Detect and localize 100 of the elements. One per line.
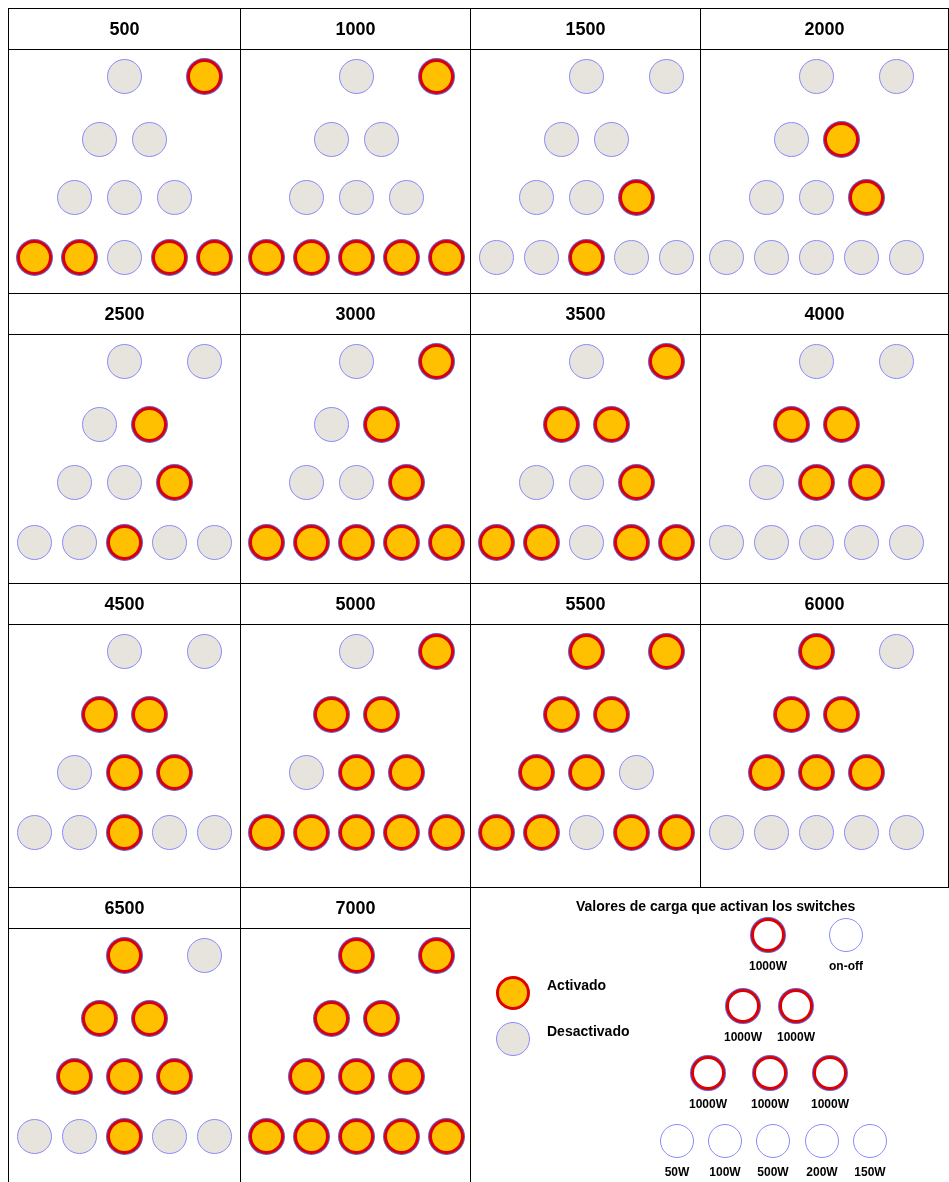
- switch-indicator: [388, 1058, 424, 1094]
- panel: [700, 8, 949, 294]
- switch-indicator: [613, 814, 649, 850]
- switch-indicator: [363, 121, 399, 157]
- switch-indicator: [779, 989, 813, 1023]
- switch-indicator: [293, 239, 329, 275]
- panel-heading: 6000: [804, 593, 845, 615]
- switch-indicator: [338, 754, 374, 790]
- switch-indicator: [523, 814, 559, 850]
- switch-indicator: [843, 814, 879, 850]
- switch-indicator: [593, 406, 629, 442]
- switch-indicator: [106, 1058, 142, 1094]
- switch-indicator: [248, 524, 284, 560]
- switch-indicator: [338, 464, 374, 500]
- switch-indicator: [383, 239, 419, 275]
- switch-indicator: [338, 343, 374, 379]
- panel-heading: 2500: [104, 303, 145, 325]
- switch-indicator: [156, 179, 192, 215]
- switch-indicator: [518, 179, 554, 215]
- panel: [240, 887, 471, 1182]
- wattage-label: 1000W: [751, 1097, 789, 1111]
- switch-indicator: [568, 633, 604, 669]
- switch-indicator: [131, 696, 167, 732]
- switch-indicator: [805, 1124, 839, 1158]
- switch-indicator: [691, 1056, 725, 1090]
- wattage-label: 1000W: [749, 959, 787, 973]
- switch-indicator: [106, 524, 142, 560]
- switch-indicator: [16, 1118, 52, 1154]
- switch-indicator: [428, 239, 464, 275]
- switch-indicator: [61, 814, 97, 850]
- switch-indicator: [658, 239, 694, 275]
- switch-indicator: [878, 343, 914, 379]
- switch-indicator: [293, 814, 329, 850]
- switch-indicator: [338, 239, 374, 275]
- switch-indicator: [618, 179, 654, 215]
- switch-indicator: [753, 1056, 787, 1090]
- switch-indicator: [773, 121, 809, 157]
- switch-indicator: [660, 1124, 694, 1158]
- panel-heading: 500: [109, 18, 140, 40]
- switch-indicator: [16, 524, 52, 560]
- switch-indicator: [81, 406, 117, 442]
- switch-indicator: [313, 406, 349, 442]
- switch-indicator: [798, 239, 834, 275]
- switch-indicator: [888, 239, 924, 275]
- switch-indicator: [593, 121, 629, 157]
- switch-indicator: [751, 918, 785, 952]
- switch-indicator: [338, 814, 374, 850]
- switch-indicator: [418, 343, 454, 379]
- switch-indicator: [843, 239, 879, 275]
- switch-indicator: [798, 464, 834, 500]
- switch-indicator: [383, 1118, 419, 1154]
- switch-indicator: [388, 464, 424, 500]
- switch-indicator: [131, 406, 167, 442]
- switch-indicator: [196, 524, 232, 560]
- switch-indicator: [753, 239, 789, 275]
- switch-indicator: [248, 814, 284, 850]
- switch-indicator: [106, 58, 142, 94]
- panel: [8, 293, 241, 584]
- switch-indicator: [568, 524, 604, 560]
- switch-indicator: [878, 633, 914, 669]
- switch-indicator: [61, 1118, 97, 1154]
- panel-heading: 5500: [565, 593, 606, 615]
- switch-indicator: [726, 989, 760, 1023]
- switch-indicator: [288, 1058, 324, 1094]
- switch-indicator: [106, 937, 142, 973]
- switch-indicator: [56, 179, 92, 215]
- switch-indicator: [798, 814, 834, 850]
- switch-indicator: [151, 814, 187, 850]
- switch-indicator: [568, 464, 604, 500]
- switch-indicator: [313, 1000, 349, 1036]
- switch-indicator: [418, 633, 454, 669]
- wattage-label: 50W: [664, 1165, 690, 1179]
- switch-indicator: [829, 918, 863, 952]
- switch-indicator: [151, 239, 187, 275]
- switch-indicator: [248, 239, 284, 275]
- switch-indicator: [798, 524, 834, 560]
- switch-indicator: [81, 696, 117, 732]
- switch-indicator: [338, 1058, 374, 1094]
- panel-heading: 4500: [104, 593, 145, 615]
- switch-indicator: [428, 1118, 464, 1154]
- panel-heading: 1500: [565, 18, 606, 40]
- switch-indicator: [106, 814, 142, 850]
- switch-indicator: [313, 121, 349, 157]
- panel-heading: 6500: [104, 897, 145, 919]
- panel-heading: 4000: [804, 303, 845, 325]
- switch-indicator: [131, 1000, 167, 1036]
- switch-indicator: [853, 1124, 887, 1158]
- switch-indicator: [106, 239, 142, 275]
- panel: [8, 583, 241, 888]
- switch-indicator: [543, 696, 579, 732]
- switch-indicator: [106, 343, 142, 379]
- switch-indicator: [478, 524, 514, 560]
- wattage-label: 1000W: [777, 1030, 815, 1044]
- wattage-label: 1000W: [724, 1030, 762, 1044]
- switch-indicator: [293, 524, 329, 560]
- switch-indicator: [293, 1118, 329, 1154]
- switch-indicator: [798, 343, 834, 379]
- switch-indicator: [798, 754, 834, 790]
- switch-indicator: [843, 524, 879, 560]
- switch-indicator: [196, 239, 232, 275]
